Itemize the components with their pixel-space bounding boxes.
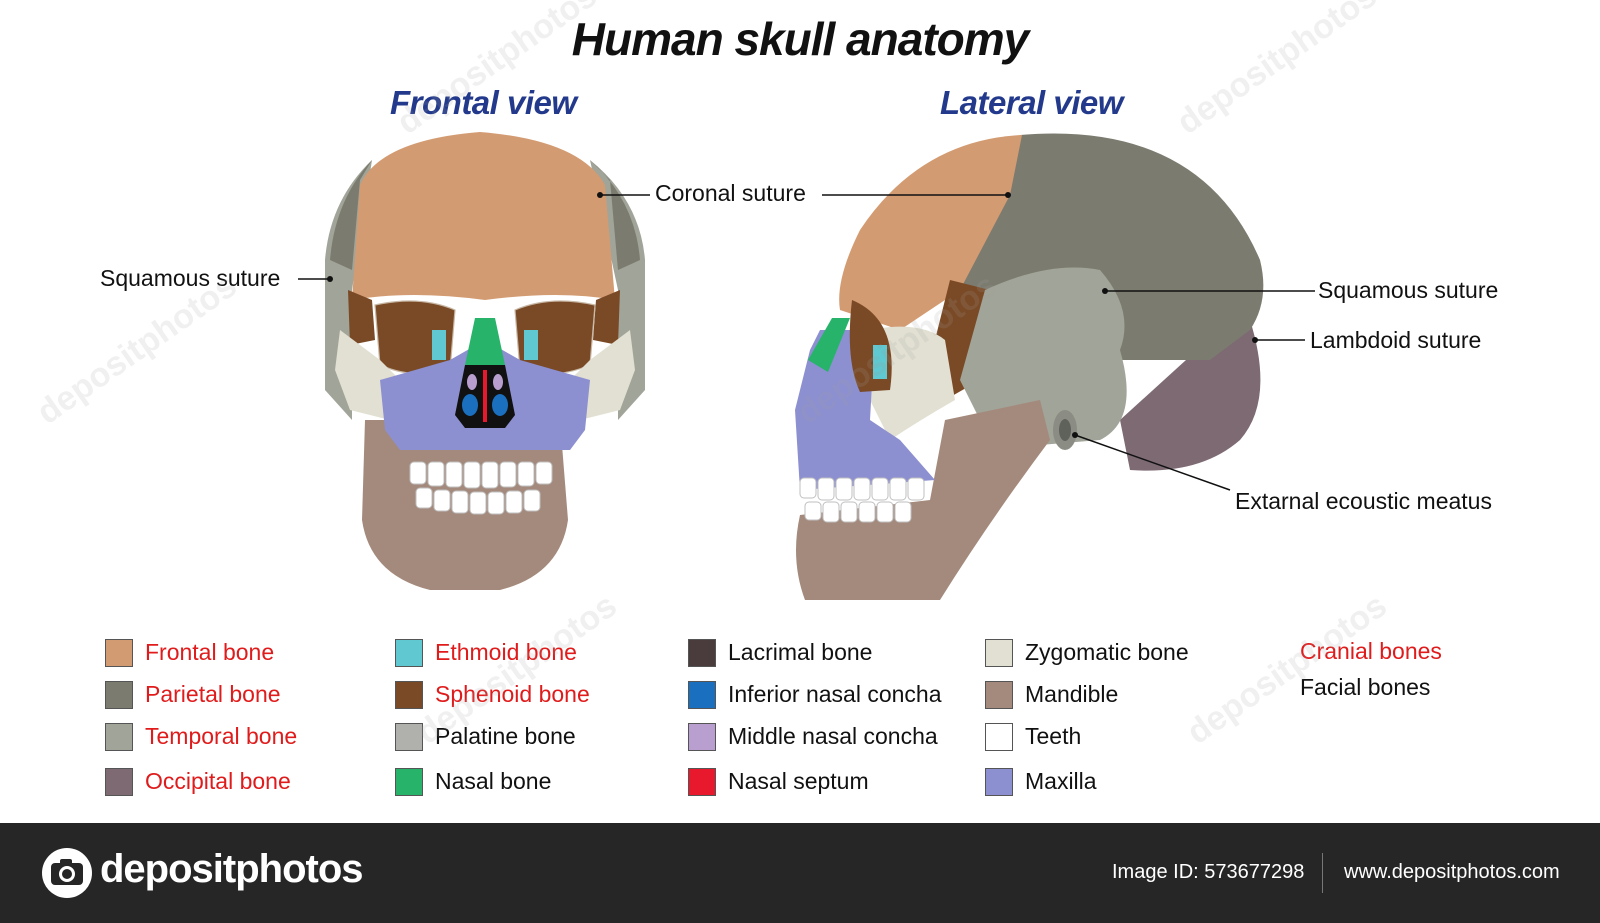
lateral-view-title: Lateral view bbox=[940, 84, 1123, 121]
legend-key-facial: Facial bones bbox=[1300, 674, 1431, 700]
frontal-middle-concha-left bbox=[467, 374, 477, 390]
camera-icon bbox=[42, 848, 92, 898]
legend-label: Temporal bone bbox=[145, 723, 298, 749]
legend-label: Zygomatic bone bbox=[1025, 639, 1189, 665]
frontal-middle-concha-right bbox=[493, 374, 503, 390]
legend-swatch bbox=[395, 768, 423, 796]
lateral-meatus-callout-line bbox=[1074, 434, 1231, 491]
lateral-ethmoid bbox=[873, 345, 887, 379]
frontal-parietal-top-right bbox=[590, 160, 640, 270]
legend-label: Sphenoid bone bbox=[435, 681, 590, 707]
legend-swatch bbox=[688, 723, 716, 751]
legend-swatch bbox=[688, 639, 716, 667]
legend-swatch bbox=[395, 681, 423, 709]
legend-label: Nasal septum bbox=[728, 768, 869, 794]
legend-swatch bbox=[105, 723, 133, 751]
frontal-sphenoid-right bbox=[593, 290, 620, 345]
legend-key-cranial: Cranial bones bbox=[1300, 638, 1442, 664]
legend-label: Ethmoid bone bbox=[435, 639, 577, 665]
legend-swatch bbox=[985, 639, 1013, 667]
lateral-teeth bbox=[799, 477, 925, 523]
frontal-ethmoid-left bbox=[432, 330, 446, 360]
legend-swatch bbox=[105, 768, 133, 796]
legend-swatch bbox=[105, 681, 133, 709]
footer-image-id: Image ID: 573677298 bbox=[1112, 861, 1305, 883]
coronal-suture-label: Coronal suture bbox=[655, 180, 806, 206]
lambdoid-suture-label: Lambdoid suture bbox=[1310, 327, 1482, 353]
frontal-teeth bbox=[409, 461, 553, 515]
frontal-nasal-septum bbox=[483, 370, 487, 422]
legend-swatch bbox=[688, 768, 716, 796]
legend-swatch bbox=[985, 681, 1013, 709]
legend-label: Teeth bbox=[1025, 723, 1082, 749]
legend-label: Parietal bone bbox=[145, 681, 281, 707]
legend-swatch bbox=[688, 681, 716, 709]
legend-swatch bbox=[395, 639, 423, 667]
frontal-nasal-bone bbox=[465, 318, 505, 365]
footer-bar: depositphotos Image ID: 573677298 www.de… bbox=[0, 823, 1600, 923]
legend-swatch bbox=[985, 768, 1013, 796]
frontal-frontal-bone bbox=[352, 132, 615, 300]
lateral-zygomatic bbox=[870, 326, 955, 440]
legend-label: Middle nasal concha bbox=[728, 723, 938, 749]
frontal-sphenoid-left bbox=[348, 290, 375, 345]
legend-label: Nasal bone bbox=[435, 768, 552, 794]
footer-url[interactable]: www.depositphotos.com bbox=[1344, 861, 1560, 883]
legend-label: Lacrimal bone bbox=[728, 639, 873, 665]
legend-swatch bbox=[105, 639, 133, 667]
squamous-suture-lateral-label: Squamous suture bbox=[1318, 277, 1499, 303]
legend-label: Inferior nasal concha bbox=[728, 681, 942, 707]
frontal-parietal-top-left bbox=[330, 160, 372, 270]
frontal-inferior-concha-right bbox=[492, 394, 508, 416]
legend-label: Mandible bbox=[1025, 681, 1119, 707]
lateral-occipital bbox=[1120, 320, 1261, 471]
external-acoustic-meatus-label: Extarnal ecoustic meatus bbox=[1235, 488, 1492, 514]
lateral-maxilla bbox=[795, 330, 935, 490]
legend-label: Maxilla bbox=[1025, 768, 1097, 794]
diagram-title: Human skull anatomy bbox=[571, 13, 1029, 65]
frontal-ethmoid-right bbox=[524, 330, 538, 360]
legend-label: Occipital bone bbox=[145, 768, 291, 794]
legend-label: Frontal bone bbox=[145, 639, 275, 665]
frontal-inferior-concha-left bbox=[462, 394, 478, 416]
footer-logo-text: depositphotos bbox=[100, 847, 364, 891]
legend-label: Palatine bone bbox=[435, 723, 576, 749]
lateral-frontal bbox=[839, 135, 1022, 330]
lateral-temporal bbox=[960, 267, 1127, 445]
squamous-suture-frontal-label: Squamous suture bbox=[100, 265, 281, 291]
legend-swatch bbox=[985, 723, 1013, 751]
footer-separator bbox=[1322, 853, 1323, 893]
lateral-nasal-bone bbox=[808, 318, 850, 372]
frontal-view-title: Frontal view bbox=[390, 84, 577, 121]
lateral-mandible bbox=[796, 400, 1050, 600]
legend-swatch bbox=[395, 723, 423, 751]
